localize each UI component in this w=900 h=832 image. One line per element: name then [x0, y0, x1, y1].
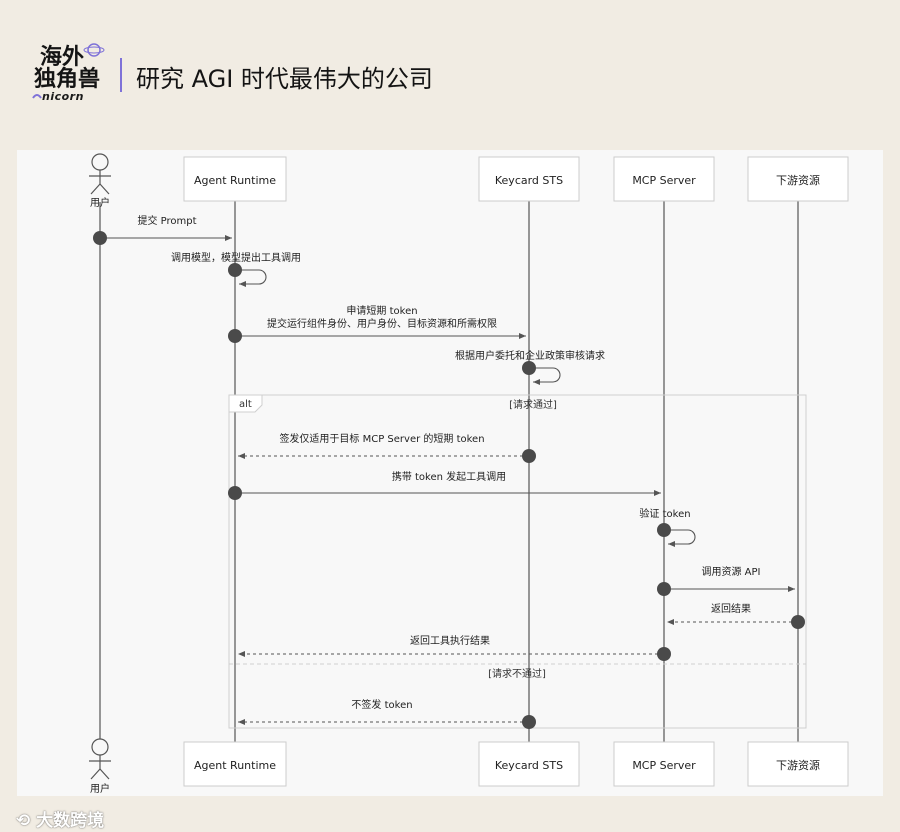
activation-dot — [522, 449, 536, 463]
self-loop-review-request — [529, 367, 561, 385]
activation-dot — [228, 486, 242, 500]
watermark-icon: ⟲ — [16, 811, 31, 831]
alt-fragment — [228, 394, 807, 729]
sequence-diagram: 用户 Agent Runtime Keycard STS MCP Server … — [89, 153, 849, 795]
activation-dot — [657, 647, 671, 661]
message-label-submit-prompt: 提交 Prompt — [137, 214, 196, 227]
participant-downstream-top: 下游资源 — [747, 156, 849, 202]
logo-u-icon — [32, 94, 42, 99]
participant-agent-bottom: Agent Runtime — [183, 741, 287, 787]
participant-downstream-bottom: 下游资源 — [747, 741, 849, 787]
participant-sts-top: Keycard STS — [478, 156, 580, 202]
participant-downstream-label-bottom: 下游资源 — [776, 758, 820, 772]
logo-sub: nicorn — [42, 90, 84, 103]
unicorn-logo: 海外 独角兽 — [32, 43, 105, 99]
message-label-verify-token: 验证 token — [639, 507, 690, 520]
participant-agent-top: Agent Runtime — [183, 156, 287, 202]
sequence-diagram-panel: 用户 Agent Runtime Keycard STS MCP Server … — [17, 150, 883, 796]
activation-dot — [228, 263, 242, 277]
message-label-issue-token: 签发仅适用于目标 MCP Server 的短期 token — [279, 432, 484, 445]
alt-condition-reject: [请求不通过] — [488, 667, 546, 680]
self-loop-call-model — [235, 269, 267, 287]
message-label-return-result: 返回结果 — [711, 602, 751, 615]
watermark-text: 大数跨境 — [36, 811, 105, 831]
message-label-request-token: 申请短期 token — [346, 304, 417, 317]
message-label-call-api: 调用资源 API — [702, 565, 761, 578]
activation-dot — [522, 715, 536, 729]
actor-user-label-bottom: 用户 — [90, 782, 110, 795]
alt-tag — [228, 394, 263, 413]
activation-dot — [93, 231, 107, 245]
message-label-request-token-detail: 提交运行组件身份、用户身份、目标资源和所需权限 — [267, 317, 497, 330]
message-label-call-model: 调用模型，模型提出工具调用 — [171, 251, 301, 264]
actor-user-label-top: 用户 — [90, 196, 110, 209]
planet-icon — [87, 43, 101, 57]
participant-mcp-bottom: MCP Server — [613, 741, 715, 787]
participant-sts-label-top: Keycard STS — [495, 174, 563, 187]
activation-dot — [657, 582, 671, 596]
activation-dot — [228, 329, 242, 343]
participant-mcp-top: MCP Server — [613, 156, 715, 202]
logo-line-1: 海外 — [40, 44, 84, 70]
actor-user-bottom — [89, 738, 111, 780]
participant-mcp-label-bottom: MCP Server — [632, 759, 696, 772]
page-title: 研究 AGI 时代最伟大的公司 — [136, 65, 433, 93]
self-loop-verify-token — [664, 529, 696, 547]
activation-dot — [791, 615, 805, 629]
activation-dot — [657, 523, 671, 537]
alt-condition-pass: [请求通过] — [509, 398, 557, 411]
message-label-review-request: 根据用户委托和企业政策审核请求 — [455, 349, 605, 362]
planet-ring-icon — [83, 46, 105, 54]
watermark: ⟲ 大数跨境 — [16, 806, 104, 831]
message-label-no-token: 不签发 token — [351, 698, 412, 711]
activation-dot — [522, 361, 536, 375]
participant-sts-bottom: Keycard STS — [478, 741, 580, 787]
actor-user-top — [89, 153, 111, 195]
participant-agent-label-top: Agent Runtime — [194, 174, 276, 187]
participant-mcp-label-top: MCP Server — [632, 174, 696, 187]
logo-line-2: 独角兽 — [34, 66, 100, 92]
alt-label: alt — [239, 399, 252, 410]
title-accent-bar — [120, 58, 122, 92]
participant-sts-label-bottom: Keycard STS — [495, 759, 563, 772]
message-label-tool-result: 返回工具执行结果 — [410, 634, 490, 647]
participant-downstream-label-top: 下游资源 — [776, 173, 820, 187]
header: 海外 独角兽 nicorn 研究 AGI 时代最伟大的公司 — [30, 40, 870, 110]
message-label-invoke-tool: 携带 token 发起工具调用 — [392, 470, 506, 483]
participant-agent-label-bottom: Agent Runtime — [194, 759, 276, 772]
